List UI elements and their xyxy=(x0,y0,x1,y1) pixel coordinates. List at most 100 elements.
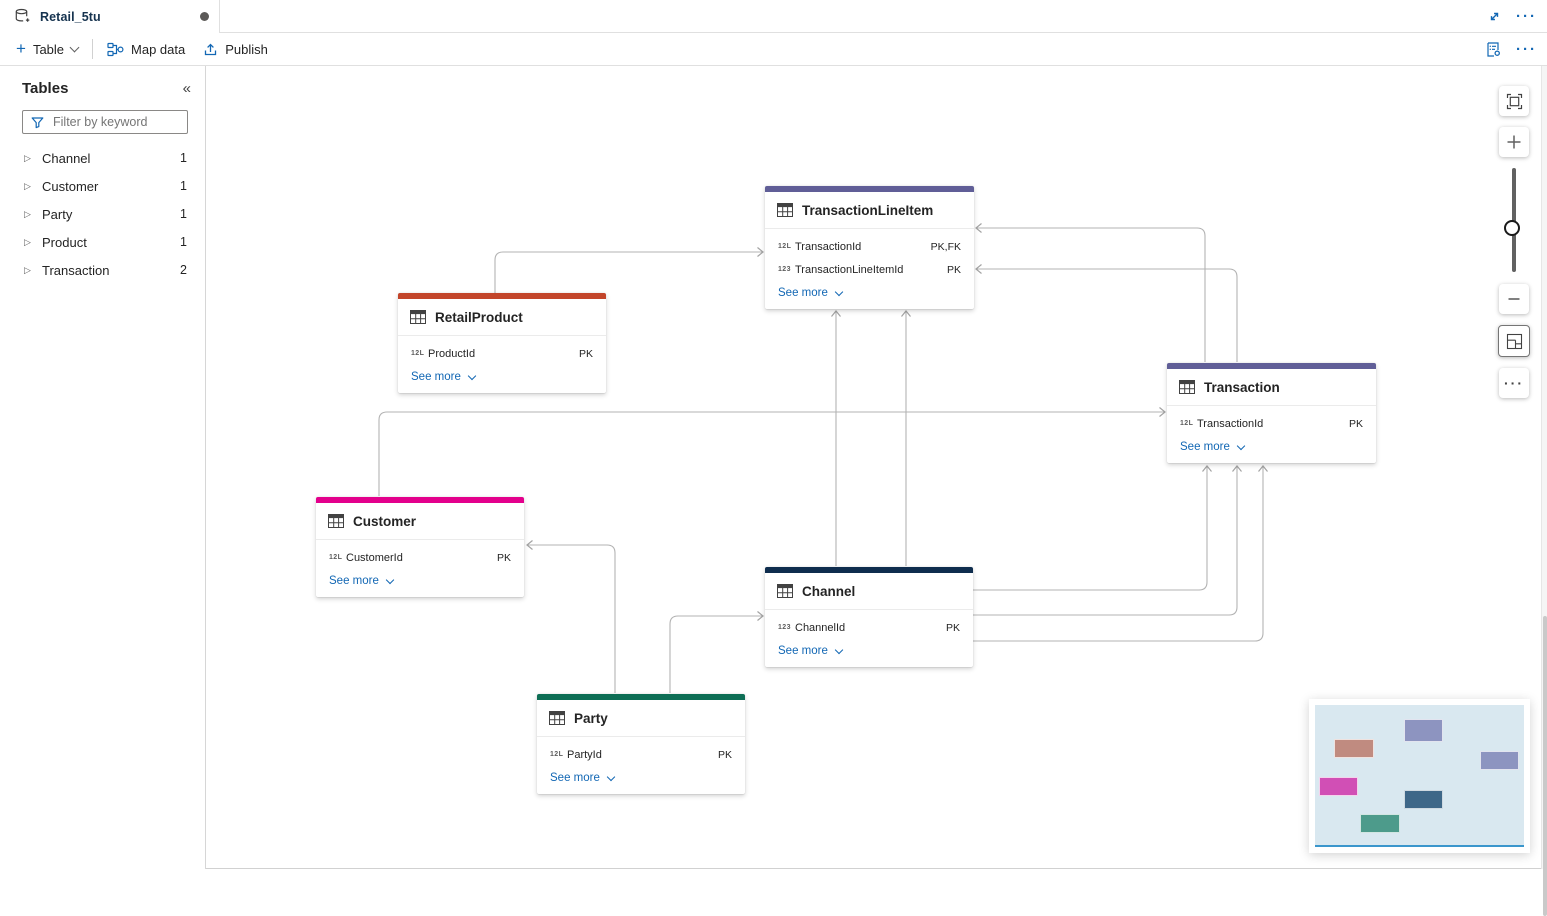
entity-name: Channel xyxy=(802,583,856,599)
expand-chevron-icon[interactable]: ▷ xyxy=(24,236,31,247)
expand-chevron-icon[interactable]: ▷ xyxy=(24,180,31,191)
table-icon xyxy=(410,310,426,324)
card-title: Party xyxy=(537,700,745,737)
field-name: CustomerId xyxy=(346,551,403,564)
see-more-link[interactable]: See more xyxy=(316,569,524,593)
connector-transaction-to-transactionlineitem-1 xyxy=(976,227,1206,362)
toolbar-divider xyxy=(92,39,94,59)
expand-chevron-icon[interactable]: ▷ xyxy=(24,208,31,219)
add-table-button[interactable]: + Table xyxy=(16,40,80,57)
vertical-scrollbar[interactable] xyxy=(1541,66,1547,916)
entity-name: Party xyxy=(574,710,608,726)
card-title: Customer xyxy=(316,503,524,540)
table-icon xyxy=(328,514,344,528)
zoom-in-button[interactable] xyxy=(1499,127,1529,157)
arrowhead-icon xyxy=(1258,465,1268,472)
table-icon xyxy=(777,203,793,217)
data-type-icon: 12L xyxy=(411,350,425,357)
minimap-rect-customer xyxy=(1319,777,1358,796)
map-data-button[interactable]: Map data xyxy=(107,42,185,57)
see-more-link[interactable]: See more xyxy=(765,281,974,305)
see-more-link[interactable]: See more xyxy=(1167,435,1376,459)
zoom-controls: ··· xyxy=(1496,86,1532,409)
minimap-viewport-line xyxy=(1315,845,1524,847)
card-title: TransactionLineItem xyxy=(765,192,974,229)
minimap-rect-channel xyxy=(1404,790,1443,809)
minimap-toggle-button[interactable] xyxy=(1498,325,1530,357)
zoom-out-button[interactable] xyxy=(1499,284,1529,314)
zoom-slider-knob[interactable] xyxy=(1504,220,1520,236)
table-count: 1 xyxy=(180,235,187,249)
data-type-icon: 12L xyxy=(550,751,564,758)
field-name: PartyId xyxy=(567,748,602,761)
fit-to-screen-button[interactable] xyxy=(1499,86,1529,116)
tab-bar: Retail_5tu ··· xyxy=(0,0,1547,33)
connector-party-to-customer xyxy=(527,544,616,693)
card-color-bar xyxy=(398,293,606,299)
table-name: Product xyxy=(42,234,87,250)
tab-more-icon[interactable]: ··· xyxy=(1516,7,1537,25)
table-count: 1 xyxy=(180,207,187,221)
entity-name: Transaction xyxy=(1204,379,1280,395)
see-more-link[interactable]: See more xyxy=(765,639,973,663)
table-icon xyxy=(777,584,793,598)
card-title: Transaction xyxy=(1167,369,1376,406)
expand-chevron-icon[interactable]: ▷ xyxy=(24,264,31,275)
arrowhead-icon xyxy=(1159,407,1166,417)
key-badge: PK xyxy=(496,551,511,564)
filter-input[interactable] xyxy=(51,114,179,130)
unsaved-changes-dot xyxy=(200,12,209,21)
table-icon xyxy=(1179,380,1195,394)
key-badge: PK,FK xyxy=(930,240,961,253)
field-name: TransactionId xyxy=(795,240,862,253)
expand-chevron-icon[interactable]: ▷ xyxy=(24,152,31,163)
toolbar-more-icon[interactable]: ··· xyxy=(1516,40,1537,58)
sidebar-item-product[interactable]: ▷ Product 1 xyxy=(0,228,205,256)
funnel-icon xyxy=(31,116,44,129)
arrowhead-icon xyxy=(831,310,841,317)
field-name: ProductId xyxy=(428,347,476,360)
collapse-panel-icon[interactable]: « xyxy=(182,80,191,97)
publish-label: Publish xyxy=(225,41,268,57)
card-color-bar xyxy=(537,694,745,700)
key-badge: PK xyxy=(1348,417,1363,430)
toolbar: + Table Map data Publish xyxy=(0,33,1547,66)
filter-input-wrap xyxy=(22,110,188,134)
table-count: 1 xyxy=(180,151,187,165)
connector-channel-to-transaction-2 xyxy=(973,466,1238,616)
connector-channel-to-transaction-1 xyxy=(973,466,1208,591)
tab-retail-5tu[interactable]: Retail_5tu xyxy=(0,0,220,33)
arrowhead-icon xyxy=(757,247,764,257)
expand-icon[interactable] xyxy=(1487,9,1502,24)
zoom-slider[interactable] xyxy=(1496,168,1532,272)
minimap-rect-retailproduct xyxy=(1334,739,1374,758)
see-more-link[interactable]: See more xyxy=(398,365,606,389)
publish-button[interactable]: Publish xyxy=(203,42,268,57)
publish-icon xyxy=(203,42,218,57)
minimap[interactable] xyxy=(1309,699,1530,853)
more-icon: ··· xyxy=(1504,375,1524,391)
key-badge: PK xyxy=(945,621,960,634)
minimap-rect-party xyxy=(1360,814,1400,833)
scrollbar-thumb[interactable] xyxy=(1543,616,1547,916)
minimap-area[interactable] xyxy=(1315,705,1524,847)
view-settings-icon[interactable] xyxy=(1485,41,1502,58)
field-name: ChannelId xyxy=(795,621,846,634)
chevron-down-icon xyxy=(385,575,395,585)
see-more-link[interactable]: See more xyxy=(537,766,745,790)
canvas-more-button[interactable]: ··· xyxy=(1499,368,1529,398)
arrowhead-icon xyxy=(901,310,911,317)
